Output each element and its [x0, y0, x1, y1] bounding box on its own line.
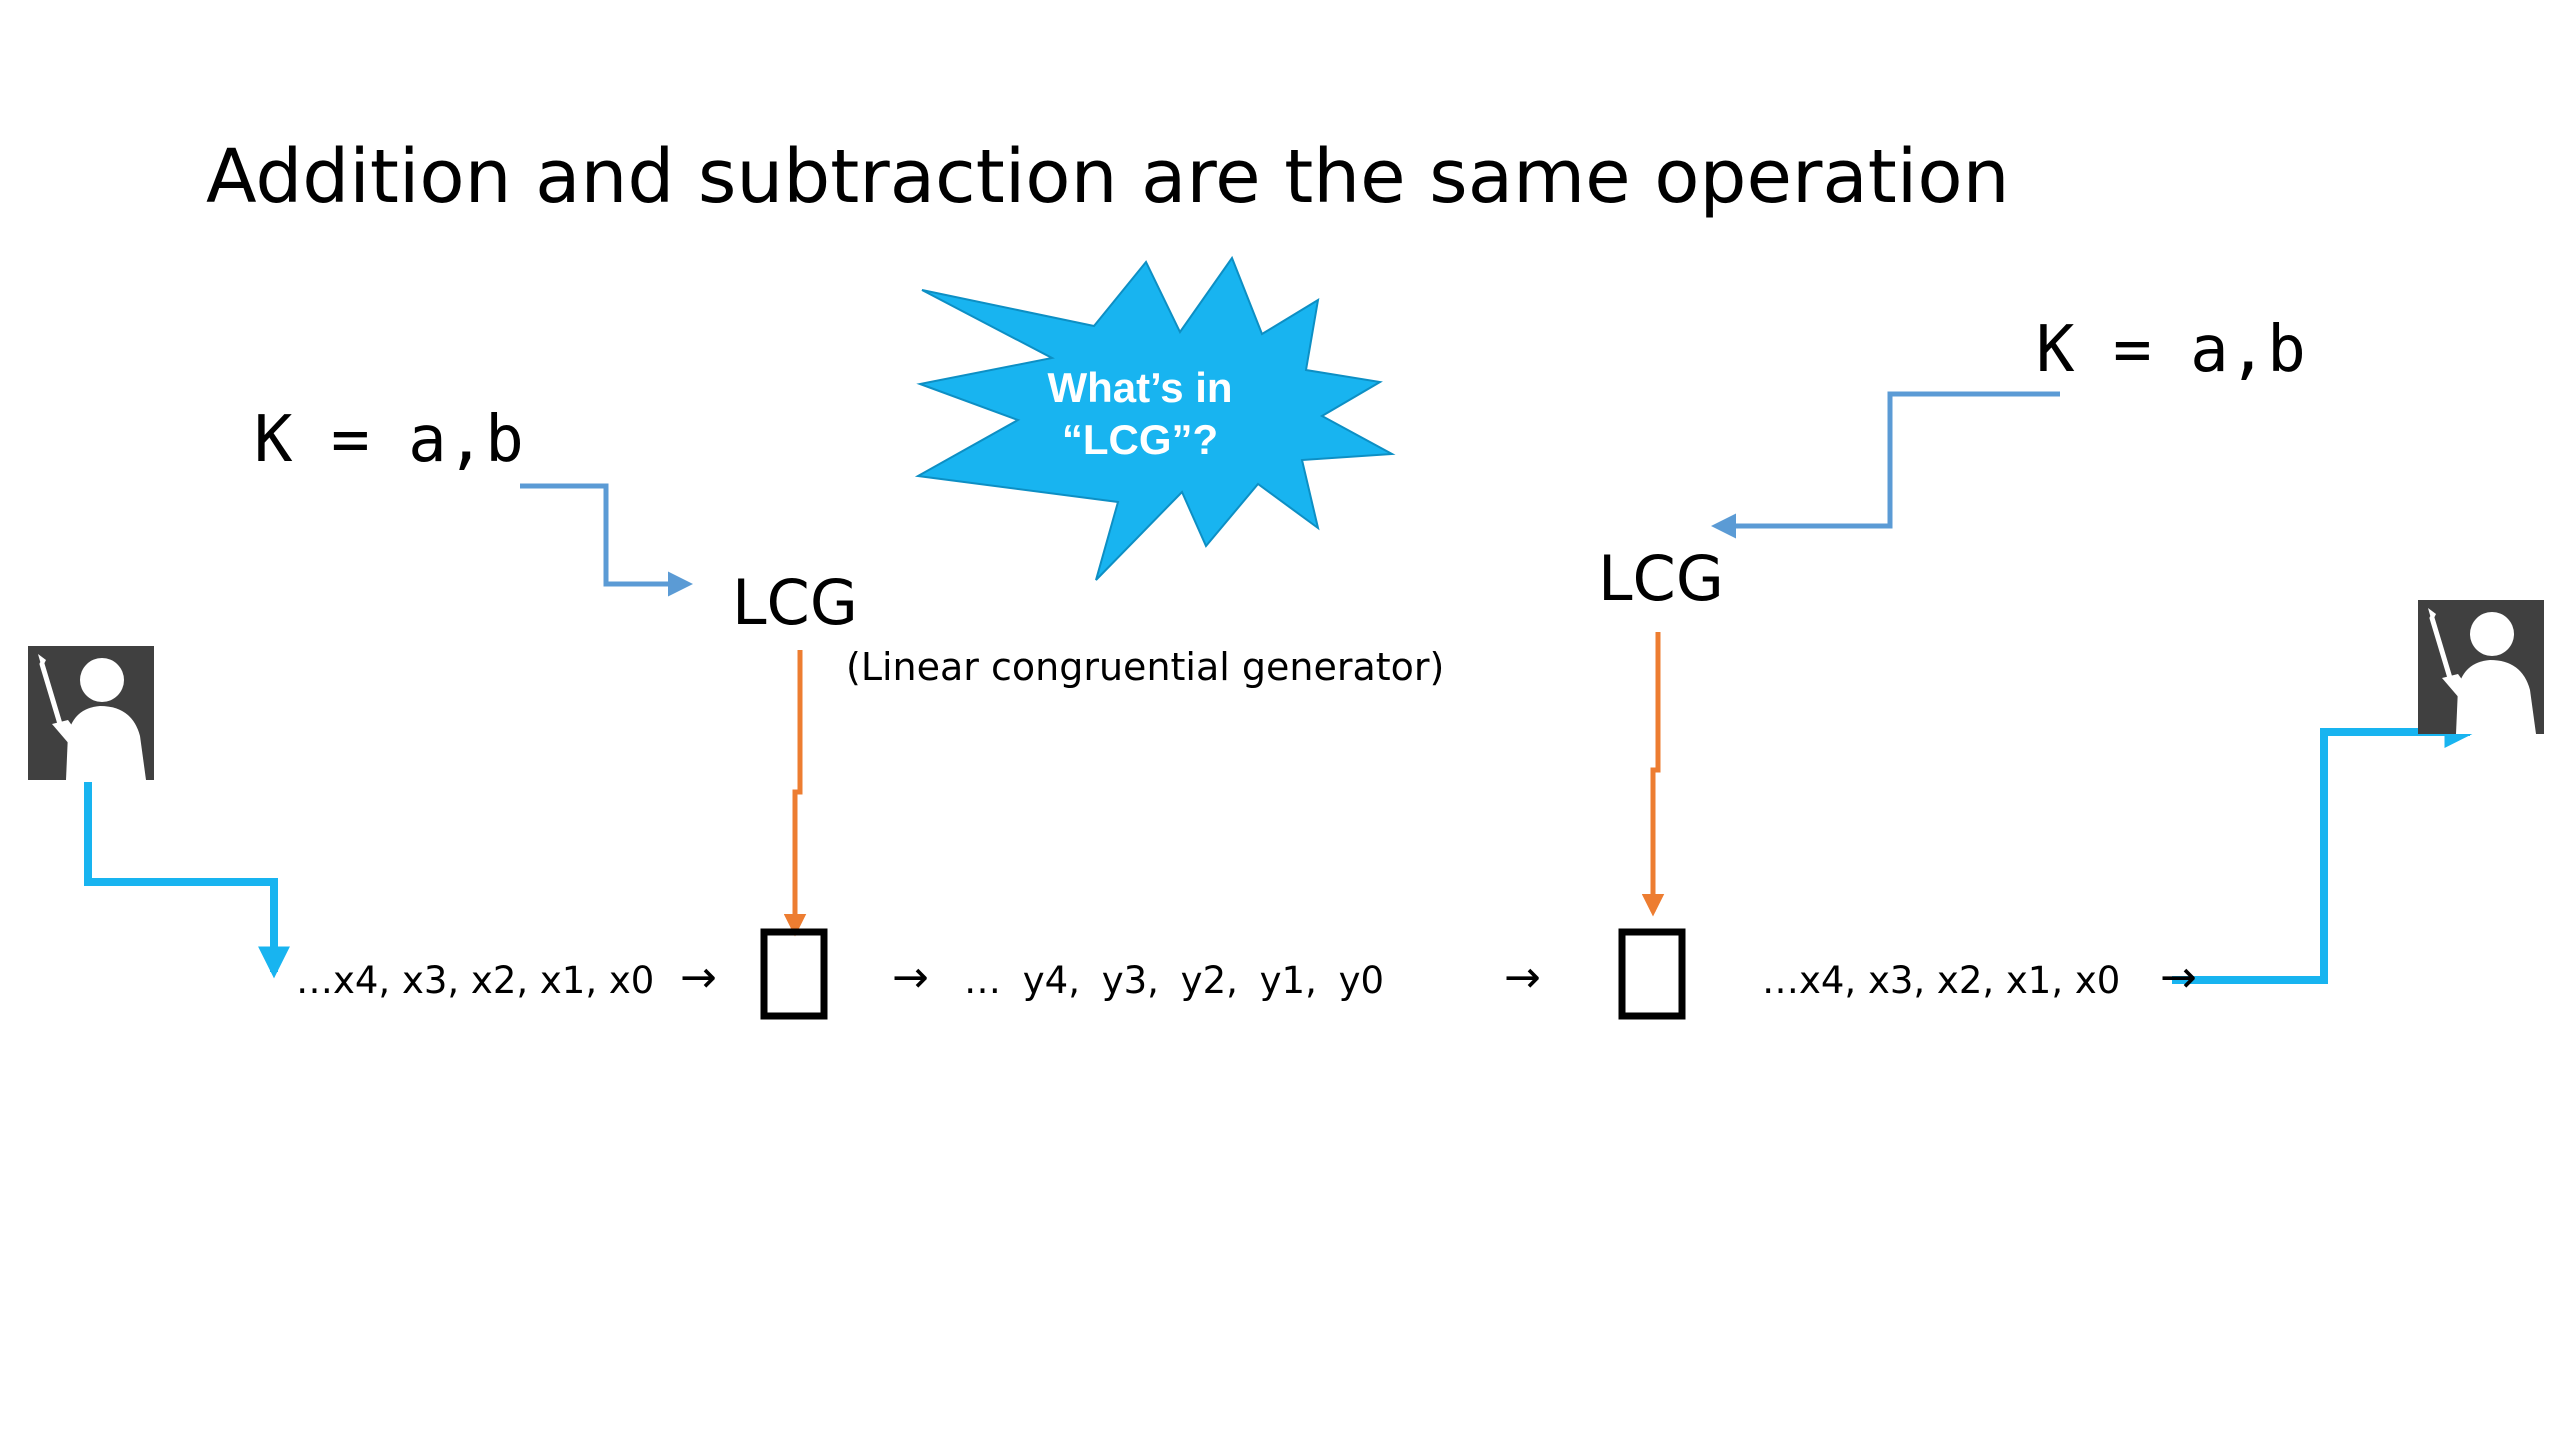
sender-key-label: K = a,b — [254, 403, 524, 477]
burst-line-2: “LCG”? — [1061, 416, 1219, 463]
receiver-person-icon — [2418, 600, 2544, 734]
sender-keystream-wire — [783, 650, 807, 937]
arrow-out-of-sender-box: → — [892, 952, 929, 1003]
receiver-key-wire — [1711, 391, 2060, 539]
receiver-combiner-box — [1618, 928, 1686, 1020]
receiver-key-label: K = a,b — [2036, 313, 2306, 387]
slide-title: Addition and subtraction are the same op… — [206, 134, 2010, 220]
sender-key-wire — [520, 483, 693, 597]
ciphertext-stream: … y4, y3, y2, y1, y0 — [964, 959, 1385, 1002]
receiver-lcg-label: LCG — [1598, 542, 1724, 615]
arrow-into-sender-box: → — [680, 952, 717, 1003]
burst-line-1: What’s in — [1047, 364, 1233, 411]
burst-question: What’s in “LCG”? — [1000, 362, 1280, 466]
arrow-into-receiver-box: → — [1504, 952, 1541, 1003]
sender-person-icon — [28, 646, 154, 780]
receiver-data-wire — [2172, 716, 2477, 984]
recovered-plaintext-stream: …x4, x3, x2, x1, x0 — [1762, 959, 2121, 1002]
sender-data-wire — [84, 782, 290, 979]
plaintext-stream: …x4, x3, x2, x1, x0 — [296, 959, 655, 1002]
question-burst — [914, 255, 1396, 581]
arrow-out-of-receiver-box: → — [2160, 952, 2197, 1003]
sender-lcg-label: LCG — [732, 566, 858, 639]
sender-combiner-box — [760, 928, 828, 1020]
lcg-expansion-note: (Linear congruential generator) — [846, 645, 1445, 689]
receiver-keystream-wire — [1641, 632, 1665, 917]
